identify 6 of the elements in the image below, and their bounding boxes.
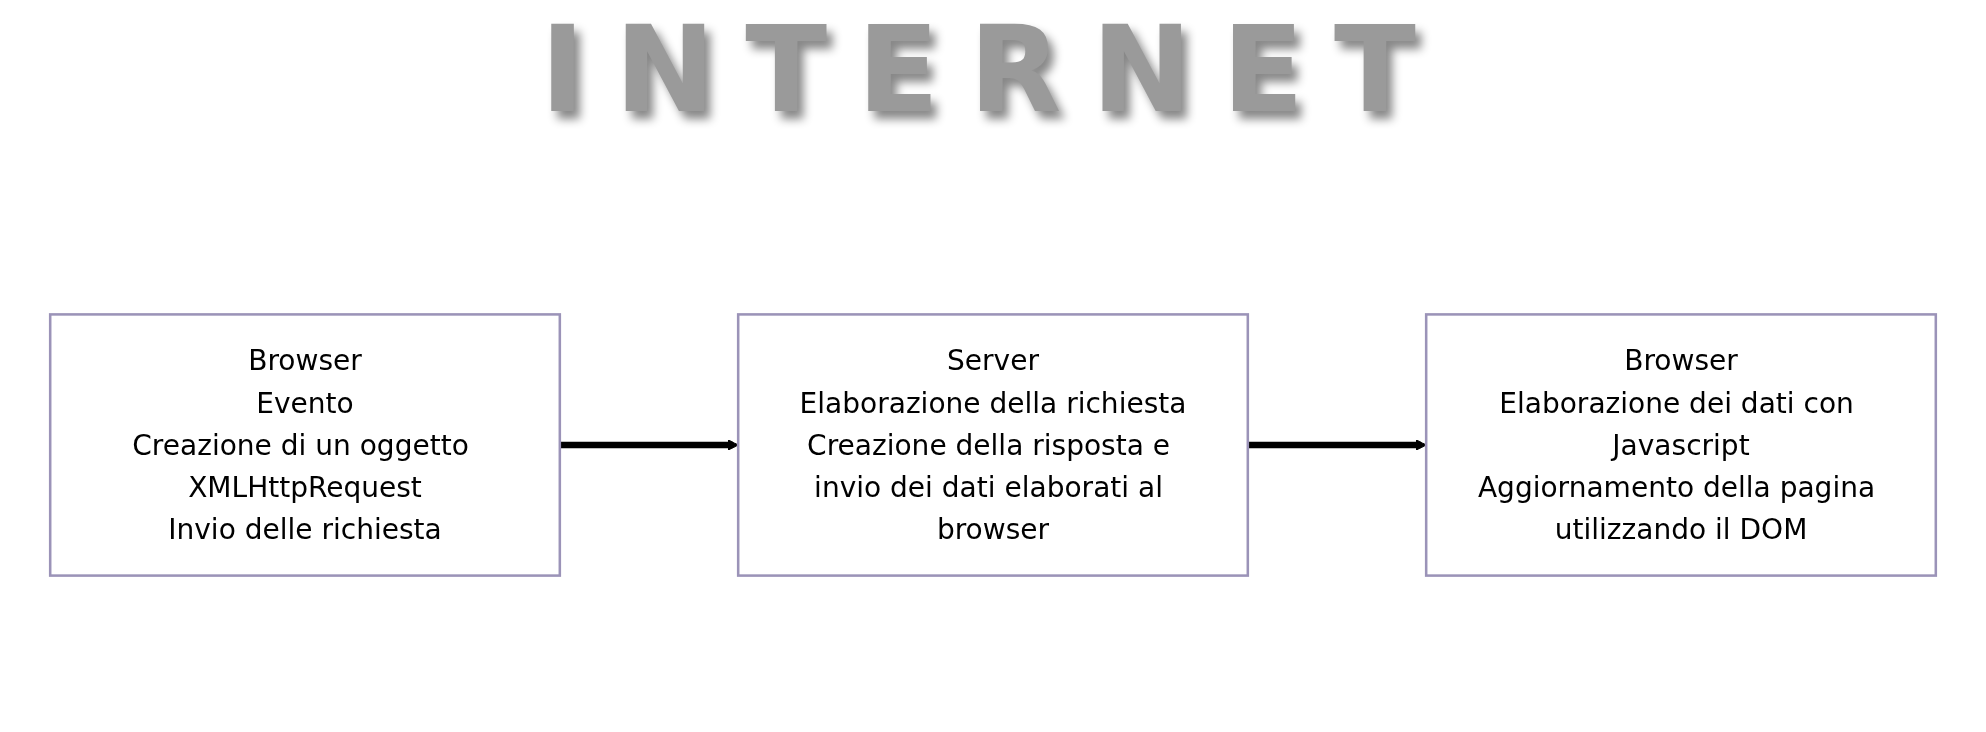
arrow (559, 439, 739, 451)
node-box: Browser Evento Creazione di un oggetto XMLHttpRequest Invio delle richiesta (48, 313, 562, 577)
node-box: Browser Elaborazione dei dati con Javascript Aggiornamento della pagina utilizzando il DOM (1424, 313, 1938, 577)
arrow (1247, 439, 1427, 451)
node-box: Server Elaborazione della richiesta Creazione della risposta e invio dei dati elaborati al browser (736, 313, 1250, 577)
background-word: INTERNET (540, 0, 1446, 139)
